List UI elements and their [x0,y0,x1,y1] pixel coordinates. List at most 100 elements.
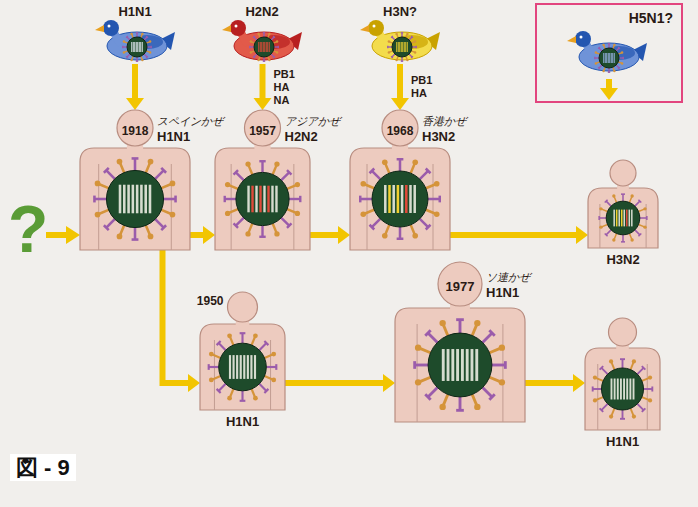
ha-spike-tip [287,170,292,175]
na-spike-tip [602,70,604,72]
rna-segment [409,185,412,213]
ha-spike-tip [287,223,292,228]
rna-segment [618,210,620,227]
ha-spike-tip [273,36,275,38]
ha-spike [640,217,647,219]
na-spike-tip [474,404,480,410]
na-spike-tip [225,182,230,187]
rna-segment [229,355,231,379]
ha-spike [127,54,130,57]
ha-spike-tip [234,223,239,228]
ha-spike-tip [275,364,277,370]
rna-segment [136,185,139,214]
arrow-shaft [285,380,386,386]
rna-segment [399,42,401,52]
ha-spike-tip [263,61,265,62]
ha-spike [144,54,147,57]
ha-spike [250,46,254,47]
na-spike-tip [613,70,615,72]
ha-spike-tip [425,330,430,335]
ha-spike [599,217,606,219]
lineage-arrow [450,226,588,244]
ha-spike [94,198,106,201]
text-slot: H3N2 [422,127,455,145]
ha-spike-tip [411,36,413,38]
ha-spike-tip [426,225,431,230]
pandemic-name: ソ連かぜ [486,271,530,284]
ha-spike [415,364,428,367]
ha-spike-tip [370,225,375,230]
ha-spike [637,368,643,374]
ha-spike [616,48,619,51]
duck-head [368,20,384,36]
text-slot: H1N1 [486,283,519,301]
text-slot: H1N1 [157,127,190,145]
human-host: 1918スペインかぜH1N1 [80,110,190,250]
na-spike-tip [609,414,613,418]
ha-spike [616,65,619,68]
na-spike-tip [295,211,300,216]
rna-segment [456,349,459,381]
rna-segment [397,185,400,213]
ha-spike [155,170,163,178]
ha-spike-tip [504,361,507,369]
rna-segment [475,349,478,381]
ha-spike-tip [136,61,138,62]
ha-spike [274,46,278,47]
ha-spike [619,57,623,58]
na-spike-tip [274,161,279,166]
text-slot: ? [8,196,48,262]
na-spike-tip [599,207,602,210]
text-slot: 1968 [382,121,418,139]
rna-segment [612,53,614,63]
ha-spike [271,37,274,40]
ha-spike-tip [122,46,123,48]
ha-spike-tip [263,32,265,33]
na-spike-tip [434,181,440,187]
subtype-label: H3N2 [606,253,639,268]
ha-spike-tip [217,341,221,345]
ha-spike [254,54,257,57]
arrow-head [126,98,144,110]
subtype-label: H2N2 [285,130,318,145]
na-spike-tip [595,51,597,53]
rna-segment [633,379,635,400]
na-spike-tip [630,238,633,241]
na-spike-tip [148,159,154,165]
na-spike-tip [149,51,151,53]
ha-spike-tip [623,57,624,59]
na-spike-tip [268,33,270,35]
ha-spike-tip [401,61,403,62]
ha-spike-tip [259,236,265,238]
ha-spike-tip [93,196,96,203]
virus-core [372,171,428,227]
ha-spike-tip [391,56,393,58]
human-head [438,262,482,306]
ha-spike-tip [651,386,653,391]
ha-spike [412,46,416,47]
rna-segment [616,210,618,227]
text-slot: H1N1 [200,412,285,430]
lineage-arrow [310,226,350,244]
rna-segment [275,186,277,213]
ha-spike [420,171,428,179]
ha-spike-tip [273,56,275,58]
ha-spike [401,33,402,37]
ha-spike-tip [642,366,646,370]
na-spike-tip [257,33,259,35]
ha-spike-tip [600,408,604,412]
text-slot: H2N2 [222,2,302,20]
ha-spike-tip [264,341,268,345]
rna-segment [247,186,249,213]
duck-beak [360,25,369,32]
na-spike-tip [209,352,214,357]
ha-spike [622,194,624,201]
human-arm [597,364,598,430]
arrow-head [254,98,272,110]
ha-spike [123,46,127,47]
rna-segment [413,185,416,213]
rna-segment [384,185,387,213]
ha-spike-tip [146,56,148,58]
na-spike-tip [250,51,252,53]
